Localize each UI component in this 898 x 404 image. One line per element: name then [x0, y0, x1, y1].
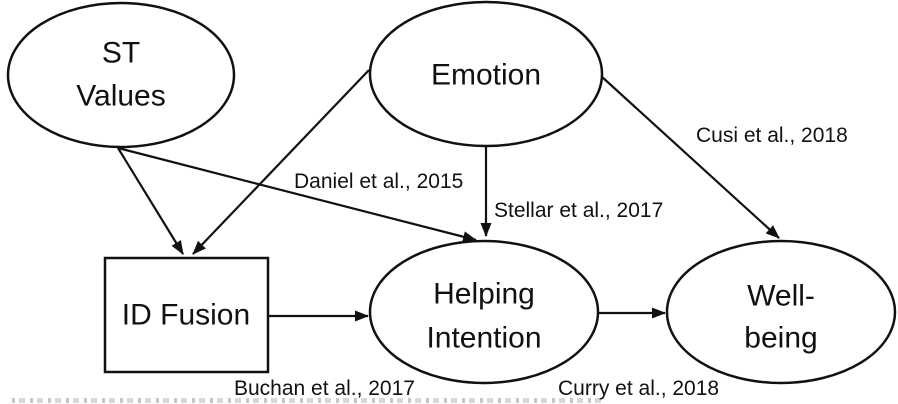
id-fusion-label: ID Fusion: [122, 299, 250, 332]
emotion-ellipse: [368, 0, 604, 148]
st-values-label-line2: Values: [76, 80, 166, 113]
edge-st-values-to-id-fusion: [117, 147, 184, 255]
edge-st-values-to-helping-intention: [117, 146, 477, 243]
id-fusion-rectangle: [103, 256, 270, 374]
st-values-label-line1: ST: [102, 37, 140, 70]
edge-label-curry: Curry et al., 2018: [558, 377, 719, 400]
edge-label-stellar: Stellar et al., 2017: [494, 199, 663, 222]
helping-intention-label-line2: Intention: [426, 322, 541, 355]
cropped-caption-fragment: [12, 398, 602, 403]
node-helping-intention: Helping Intention: [368, 239, 600, 385]
edge-label-cusi: Cusi et al., 2018: [696, 124, 848, 147]
helping-intention-label-line1: Helping: [433, 278, 535, 311]
edge-emotion-to-well-being: [600, 75, 780, 239]
st-values-ellipse: [6, 1, 236, 149]
edge-label-buchan: Buchan et al., 2017: [234, 377, 415, 400]
edges: [117, 69, 780, 322]
node-well-being: Well- being: [665, 239, 897, 385]
well-being-ellipse: [665, 239, 897, 385]
helping-intention-ellipse: [368, 239, 600, 385]
emotion-label: Emotion: [431, 59, 541, 92]
node-st-values: ST Values: [6, 1, 236, 149]
node-emotion: Emotion: [368, 0, 604, 148]
edge-labels: Daniel et al., 2015 Stellar et al., 2017…: [234, 124, 848, 400]
node-id-fusion: ID Fusion: [103, 256, 270, 374]
edge-emotion-to-id-fusion: [192, 69, 370, 255]
well-being-label-line2: being: [744, 322, 817, 355]
edge-label-daniel: Daniel et al., 2015: [294, 170, 463, 193]
well-being-label-line1: Well-: [747, 280, 815, 313]
